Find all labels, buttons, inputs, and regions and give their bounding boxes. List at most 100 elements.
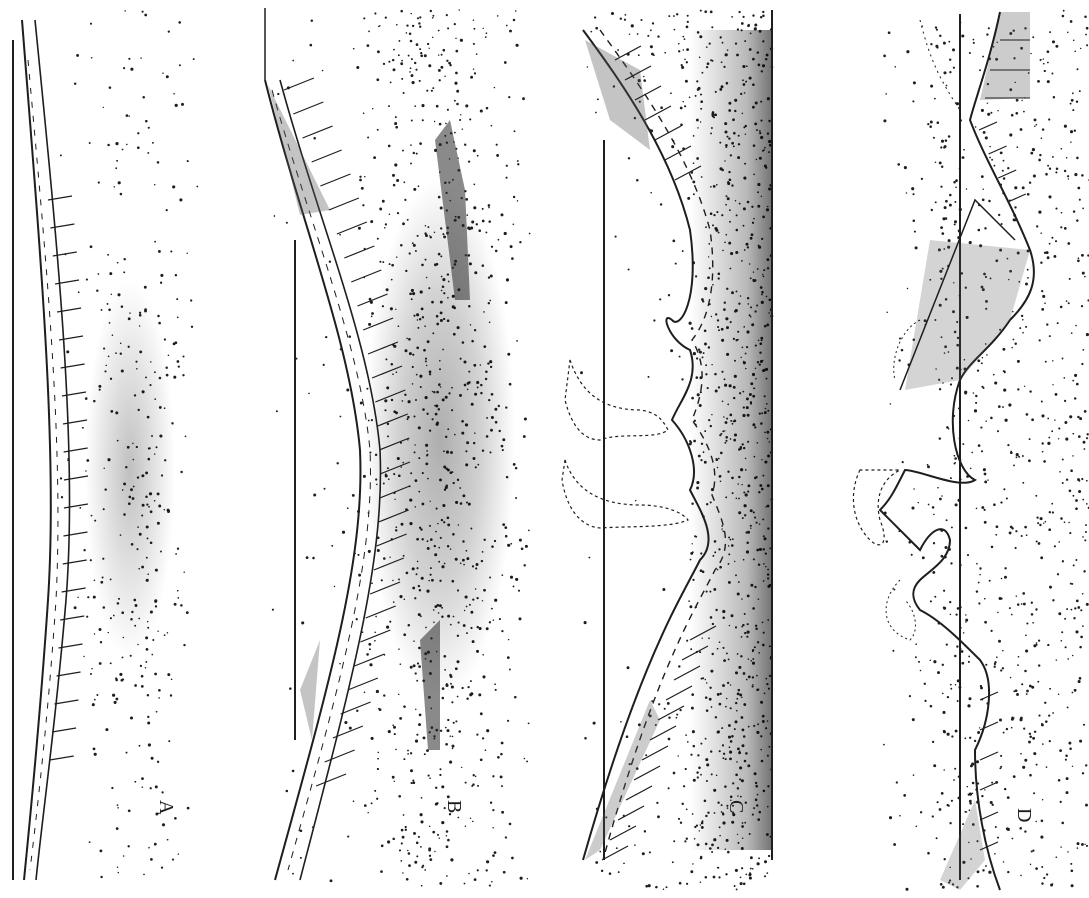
stipple-dot bbox=[628, 268, 630, 270]
stipple-dot bbox=[459, 9, 460, 10]
stipple-dot bbox=[172, 185, 175, 188]
stipple-dot bbox=[711, 851, 713, 853]
stipple-dot bbox=[686, 61, 688, 63]
stipple-dot bbox=[403, 181, 405, 183]
stipple-dot bbox=[1003, 389, 1006, 392]
stipple-dot bbox=[449, 813, 451, 815]
stipple-dot bbox=[1042, 442, 1044, 444]
stipple-dot bbox=[947, 696, 949, 698]
stipple-dot bbox=[408, 864, 411, 867]
stipple-dot bbox=[1043, 877, 1045, 879]
stipple-dot bbox=[1066, 791, 1069, 794]
stipple-dot bbox=[1032, 148, 1035, 151]
panel-a-label: A bbox=[155, 800, 177, 815]
stipple-dot bbox=[394, 123, 396, 125]
stipple-dot bbox=[940, 146, 942, 148]
stipple-dot bbox=[397, 212, 399, 214]
stipple-dot bbox=[91, 668, 92, 669]
hatch-line bbox=[980, 842, 998, 850]
stipple-dot bbox=[1079, 677, 1082, 680]
stipple-dot bbox=[361, 187, 364, 190]
stipple-dot bbox=[1085, 764, 1087, 766]
hatch-line bbox=[57, 672, 81, 676]
stipple-dot bbox=[1019, 327, 1021, 329]
stipple-dot bbox=[1026, 534, 1028, 536]
stipple-dot bbox=[86, 616, 88, 618]
stipple-dot bbox=[167, 632, 169, 634]
stipple-dot bbox=[993, 503, 996, 506]
stipple-dot bbox=[885, 93, 887, 95]
panel-c-lower-outgrowth bbox=[562, 460, 688, 528]
stipple-dot bbox=[148, 127, 150, 129]
stipple-dot bbox=[160, 274, 163, 277]
stipple-dot bbox=[687, 21, 689, 23]
stipple-dot bbox=[597, 98, 599, 100]
stipple-dot bbox=[494, 87, 495, 88]
stipple-dot bbox=[955, 730, 958, 733]
stipple-dot bbox=[1002, 170, 1004, 172]
stipple-dot bbox=[419, 26, 421, 28]
stipple-dot bbox=[964, 737, 966, 739]
stipple-dot bbox=[1075, 499, 1078, 502]
stipple-dot bbox=[611, 12, 614, 15]
stipple-dot bbox=[1025, 649, 1028, 652]
stipple-dot bbox=[906, 50, 909, 53]
stipple-dot bbox=[981, 175, 984, 178]
stipple-dot bbox=[1082, 536, 1084, 538]
stipple-dot bbox=[515, 578, 518, 581]
stipple-dot bbox=[752, 868, 754, 870]
stipple-dot bbox=[420, 52, 422, 54]
stipple-dot bbox=[1084, 410, 1087, 413]
stipple-dot bbox=[937, 801, 939, 803]
stipple-dot bbox=[1044, 302, 1046, 304]
stipple-dot bbox=[1003, 732, 1005, 734]
stipple-dot bbox=[470, 817, 472, 819]
stipple-dot bbox=[977, 870, 980, 873]
stipple-dot bbox=[685, 80, 688, 83]
stipple-dot bbox=[655, 886, 658, 889]
stipple-dot bbox=[410, 163, 412, 165]
stipple-dot bbox=[998, 405, 1001, 408]
stipple-dot bbox=[506, 278, 509, 281]
stipple-dot bbox=[423, 736, 426, 739]
stipple-dot bbox=[485, 36, 487, 38]
stipple-dot bbox=[357, 554, 359, 556]
stipple-dot bbox=[508, 96, 510, 98]
stipple-dot bbox=[511, 857, 514, 860]
stipple-dot bbox=[431, 90, 433, 92]
stipple-dot bbox=[401, 829, 404, 832]
stipple-dot bbox=[660, 203, 662, 205]
stipple-dot bbox=[491, 125, 493, 127]
panel-a-inner-layer bbox=[35, 20, 70, 880]
stipple-dot bbox=[674, 29, 676, 31]
stipple-dot bbox=[668, 15, 670, 17]
stipple-dot bbox=[416, 842, 419, 845]
stipple-dot bbox=[445, 123, 447, 125]
stipple-dot bbox=[679, 356, 681, 358]
stipple-dot bbox=[1000, 501, 1002, 503]
stipple-dot bbox=[1039, 339, 1041, 341]
stipple-dot bbox=[924, 683, 926, 685]
stipple-dot bbox=[997, 110, 998, 111]
stipple-dot bbox=[446, 830, 449, 833]
stipple-dot bbox=[1060, 640, 1062, 642]
stipple-dot bbox=[126, 752, 128, 754]
stipple-dot bbox=[140, 57, 141, 58]
stipple-dot bbox=[897, 163, 900, 166]
stipple-dot bbox=[1009, 531, 1012, 534]
stipple-dot bbox=[1083, 441, 1086, 444]
stipple-dot bbox=[718, 876, 720, 878]
stipple-dot bbox=[1073, 40, 1075, 42]
panel-c-upper-wedge bbox=[585, 40, 650, 150]
stipple-dot bbox=[286, 222, 288, 224]
stipple-dot bbox=[961, 34, 964, 37]
stipple-dot bbox=[142, 786, 144, 788]
stipple-dot bbox=[450, 735, 452, 737]
stipple-dot bbox=[1081, 305, 1083, 307]
stipple-dot bbox=[1047, 256, 1050, 259]
stipple-dot bbox=[412, 780, 414, 782]
stipple-dot bbox=[368, 31, 370, 33]
stipple-dot bbox=[1037, 522, 1039, 524]
hatch-line bbox=[980, 752, 998, 760]
stipple-dot bbox=[432, 831, 435, 834]
